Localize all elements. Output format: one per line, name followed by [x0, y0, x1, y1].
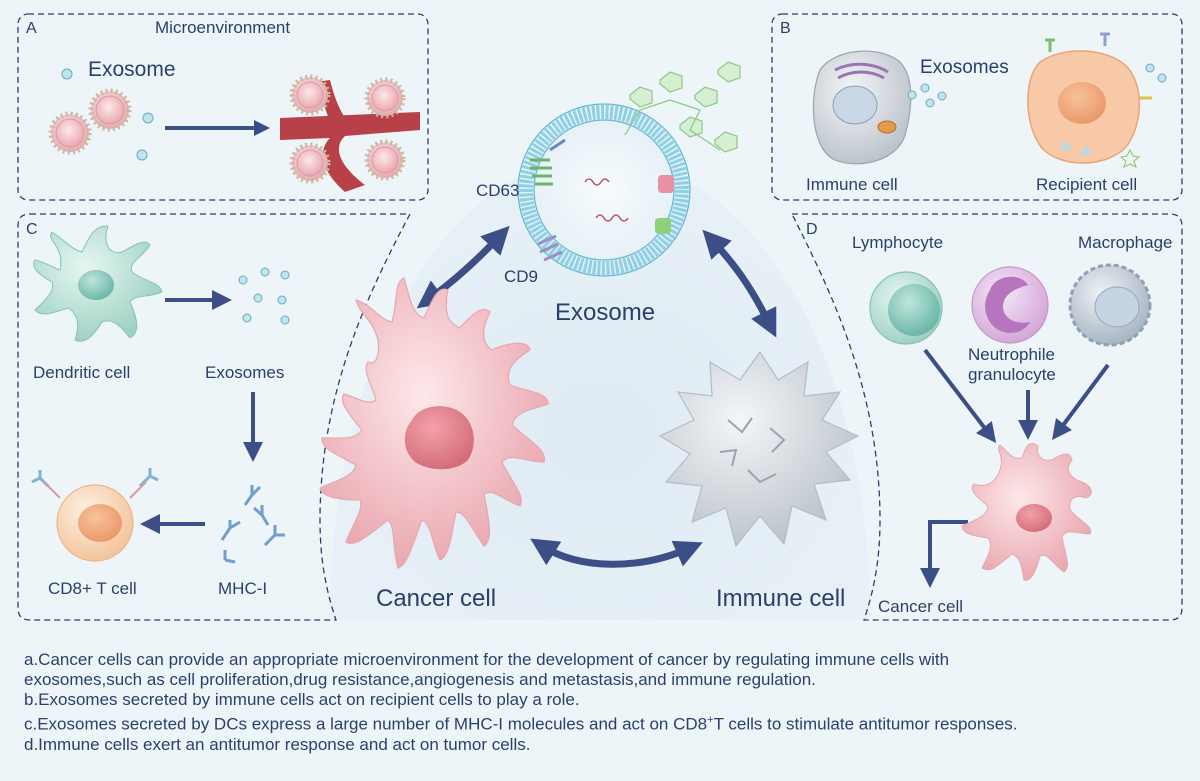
panel-b: B Exosomes Immune cell Recipient cell — [771, 13, 1183, 201]
recipient-cell-icon — [1027, 32, 1167, 168]
panel-d-neutrophile-label: Neutrophile — [968, 345, 1055, 364]
cancer-nucleus — [404, 406, 474, 470]
panel-b-border — [771, 13, 1183, 201]
arrow-macrophage-to-cancer — [1052, 363, 1110, 441]
rna-icon — [584, 178, 610, 186]
center-cancer-label: Cancer cell — [376, 585, 496, 612]
panel-d-cancer-label: Cancer cell — [878, 597, 963, 616]
panel-a-title: Microenvironment — [155, 18, 290, 37]
panel-d-letter: D — [806, 221, 818, 238]
glycan-chain-icon — [624, 61, 741, 153]
panel-a-exosome-label: Exosome — [88, 58, 176, 81]
small-cancer-cell-icon — [961, 443, 1092, 581]
caption-c-sup: + — [707, 714, 714, 726]
center-immune-cell — [658, 350, 860, 548]
panel-d-macrophage-label: Macrophage — [1078, 233, 1173, 252]
panel-b-letter: B — [780, 20, 791, 37]
cd63-label: CD63 — [476, 181, 519, 200]
arrow-cancer-immune — [530, 538, 703, 568]
caption-c: c.Exosomes secreted by DCs express a lar… — [24, 710, 1184, 735]
exosome-membrane — [519, 105, 689, 275]
panel-a-border — [17, 13, 429, 201]
panel-b-exosomes-label: Exosomes — [920, 57, 1009, 78]
dna-icon — [595, 214, 629, 222]
panel-a-letter: A — [26, 20, 37, 37]
center-cancer-cell — [319, 277, 549, 569]
panel-c: C Dendritic cell Exosomes MHC-I CD8+ T c… — [17, 213, 412, 621]
cd9-label: CD9 — [504, 267, 538, 286]
panel-c-tcell-label: CD8+ T cell — [48, 579, 137, 598]
immune-cell-folds — [719, 417, 786, 484]
panel-c-exosomes-label: Exosomes — [205, 363, 284, 382]
center-exosome-label: Exosome — [555, 299, 655, 326]
panel-c-border — [17, 213, 412, 621]
exosome-particle-icon — [238, 267, 290, 325]
panel-c-mhc-label: MHC-I — [218, 579, 267, 598]
cancer-cell-icon — [48, 88, 132, 155]
panel-b-recipient-label: Recipient cell — [1036, 175, 1137, 194]
caption-a-line-2: exosomes,such as cell proliferation,drug… — [24, 670, 816, 689]
caption-a-line-1: a.Cancer cells can provide an appropriat… — [24, 650, 950, 669]
caption-c-part-1: c.Exosomes secreted by DCs express a lar… — [24, 714, 708, 734]
arrow-exosome-immune — [702, 229, 777, 338]
panel-c-dendritic-label: Dendritic cell — [33, 363, 130, 382]
lymphocyte-icon — [869, 271, 943, 345]
panel-a: A Microenvironment Exosome — [17, 13, 429, 201]
panel-d-granulocyte-label: granulocyte — [968, 365, 1056, 384]
cd63-protein-icon — [530, 138, 566, 186]
cancer-cell-cluster-icon — [289, 74, 406, 184]
antibody-icon — [220, 485, 285, 564]
center-immune-label: Immune cell — [716, 585, 845, 612]
cd9-protein-icon — [537, 234, 563, 262]
panel-d-lymphocyte-label: Lymphocyte — [852, 233, 943, 252]
caption-c-part-2: T cells to stimulate antitumor responses… — [713, 714, 1018, 734]
panel-d-arrows — [920, 348, 1110, 588]
panel-d-border — [790, 213, 1183, 621]
central-exosome: CD63 CD9 Exosome — [476, 61, 741, 326]
immune-cell-icon — [812, 50, 912, 165]
panel-c-letter: C — [26, 221, 38, 238]
panel-d: D Lymphocyte Macrophage Neutrophile gran… — [790, 213, 1183, 621]
panel-b-immune-label: Immune cell — [806, 175, 898, 194]
exosome-particle-icon — [61, 68, 154, 161]
membrane-protein-icon-2 — [655, 218, 671, 234]
caption-d: d.Immune cells exert an antitumor respon… — [24, 734, 531, 754]
blood-vessel-icon — [280, 112, 420, 192]
t-cell-icon — [31, 468, 159, 562]
arrow-cancer-down — [920, 520, 968, 588]
neutrophile-icon — [971, 266, 1049, 344]
caption-b: b.Exosomes secreted by immune cells act … — [24, 690, 580, 709]
membrane-protein-icon — [658, 175, 674, 193]
dendritic-cell-icon — [33, 225, 163, 342]
caption-block: a.Cancer cells can provide an appropriat… — [24, 650, 1184, 755]
macrophage-icon — [1068, 263, 1152, 347]
arrow-lymphocyte-to-cancer — [923, 348, 997, 443]
exosome-particle-icon — [907, 83, 947, 108]
